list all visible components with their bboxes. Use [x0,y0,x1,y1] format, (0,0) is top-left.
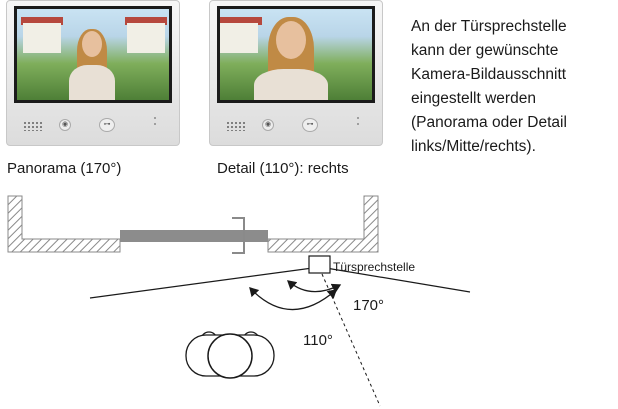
description-line: Kamera-Bildausschnitt [411,66,567,83]
monitor-screen [217,6,375,103]
caption-panorama: Panorama (170°) [7,160,122,177]
monitor-detail: ◉ ⊶ [209,0,383,146]
door-frame [232,217,245,254]
key-icon[interactable]: ⊶ [302,118,318,132]
speaker-grille [23,121,43,131]
angle-label-170: 170° [353,297,384,314]
door-station-label: Türsprechstelle [333,260,415,274]
wall-left [7,195,121,253]
description-text: An der Türsprechstelle kann der gewünsch… [411,15,611,159]
person-topview-icon [185,331,275,379]
key-icon[interactable]: ⊶ [99,118,115,132]
intercom-icon[interactable]: ◉ [262,119,274,131]
status-leds [357,117,360,129]
intercom-icon[interactable]: ◉ [59,119,71,131]
camera-image-detail [220,9,372,100]
arc-110 [249,287,337,311]
camera-image-panorama [17,9,169,100]
camera-angle-diagram: Türsprechstelle 170° 110° [7,195,471,407]
description-line: (Panorama oder Detail [411,114,567,131]
door-bar [120,230,268,242]
door-station-box [308,255,331,274]
angle-label-110: 110° [303,332,333,349]
monitor-screen [14,6,172,103]
speaker-grille [226,121,246,131]
description-line: links/Mitte/rechts). [411,138,536,155]
arc-170 [287,280,342,294]
description-line: kann der gewünschte [411,42,559,59]
status-leds [154,117,157,129]
monitor-panorama: ◉ ⊶ [6,0,180,146]
description-line: eingestellt werden [411,90,536,107]
caption-detail: Detail (110°): rechts [217,160,349,177]
description-line: An der Türsprechstelle [411,18,567,35]
wall-right [267,195,379,253]
